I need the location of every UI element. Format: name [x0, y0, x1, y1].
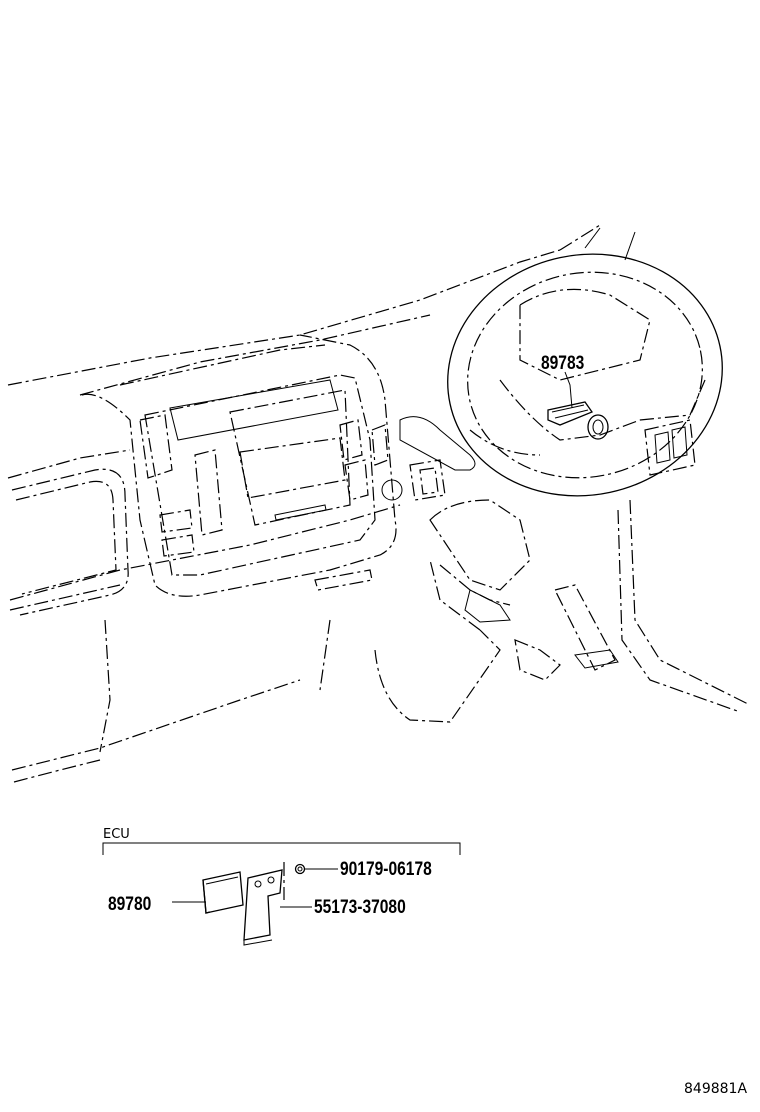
immobiliser-amplifier-icon [547, 401, 609, 440]
ecu-box-icon [202, 871, 244, 914]
part-number-55173-37080: 55173-37080 [314, 896, 406, 918]
bolt-icon [294, 863, 306, 875]
part-number-89780: 89780 [108, 893, 151, 915]
part-number-90179-06178: 90179-06178 [340, 858, 432, 880]
part-number-89783: 89783 [541, 352, 585, 374]
ecu-group-label: ECU [103, 827, 130, 842]
leader-line-89783 [564, 371, 573, 409]
dashboard-illustration [7, 224, 751, 783]
bracket-icon [243, 862, 285, 946]
ecu-group-bracket [102, 842, 461, 855]
figure-reference: 849881A [684, 1081, 747, 1097]
